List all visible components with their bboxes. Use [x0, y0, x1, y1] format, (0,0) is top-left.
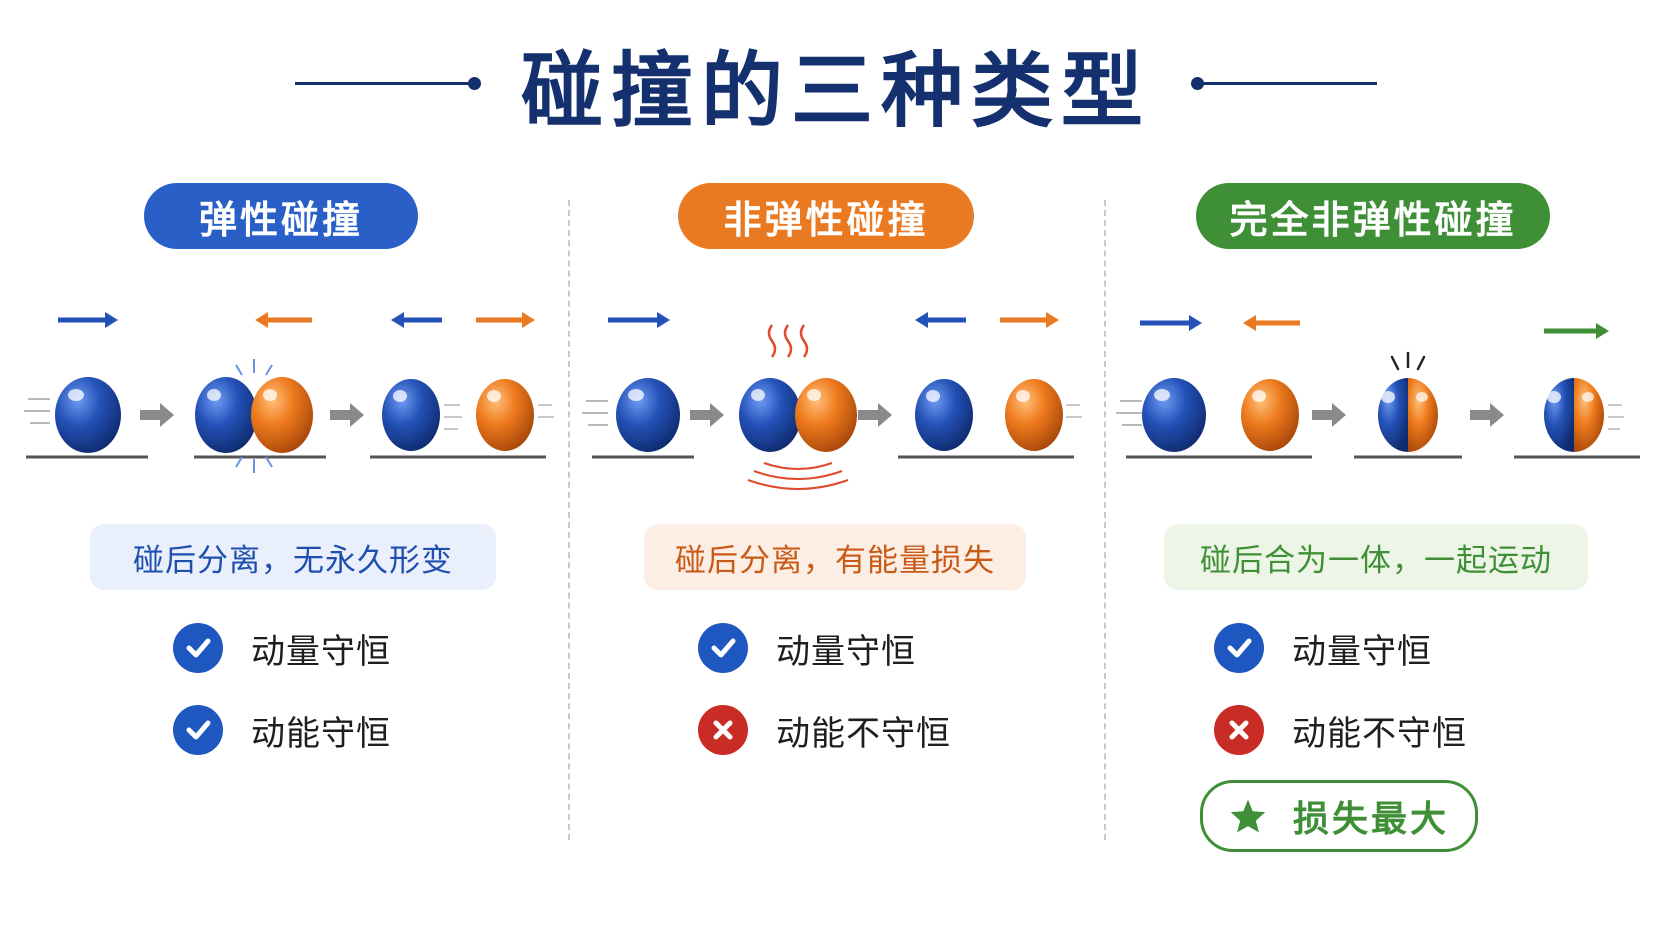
stage-after — [1514, 323, 1640, 459]
check-row-kinetic-energy: 动能不守恒 — [1214, 702, 1467, 758]
blue-ball — [1142, 378, 1206, 452]
arrow-left-blue-icon — [391, 312, 442, 328]
page-title: 碰撞的三种类型 — [520, 43, 1151, 139]
cross-icon — [698, 705, 748, 755]
arrow-right-blue-icon — [1140, 315, 1202, 331]
check-icon — [173, 623, 223, 673]
check-text: 动量守恒 — [776, 631, 916, 672]
perfectly-inelastic-collision-diagram — [1116, 315, 1640, 459]
star-icon — [1229, 798, 1267, 834]
inelastic-collision-diagram — [582, 312, 1082, 490]
check-row-kinetic-energy: 动能守恒 — [173, 702, 391, 758]
blue-ball — [55, 377, 121, 453]
max-loss-badge: 损失最大 — [1200, 780, 1478, 852]
orange-ball — [1005, 379, 1063, 451]
impact-spark-icon — [235, 359, 273, 473]
column-divider-2 — [1104, 200, 1106, 840]
max-loss-text: 损失最大 — [1292, 799, 1449, 840]
blue-ball — [1378, 378, 1408, 452]
check-row-momentum: 动量守恒 — [698, 620, 916, 676]
blue-ball — [616, 378, 680, 452]
cross-icon — [1214, 705, 1264, 755]
arrow-right-green-icon — [1544, 323, 1609, 339]
column-divider-1 — [568, 200, 570, 840]
process-arrow-icon — [858, 403, 892, 427]
arrow-right-orange-icon — [476, 312, 535, 328]
check-row-momentum: 动量守恒 — [173, 620, 391, 676]
arrow-right-blue-icon — [608, 312, 670, 328]
title-bar: 碰撞的三种类型 — [0, 28, 1672, 139]
stage-impact — [1354, 351, 1462, 459]
arrow-left-orange-icon — [1243, 315, 1300, 331]
orange-ball — [1408, 378, 1438, 452]
description-elastic: 碰后分离，无永久形变 — [90, 524, 496, 590]
orange-ball — [1574, 378, 1604, 452]
blue-ball — [739, 378, 801, 452]
arrow-right-blue-icon — [58, 312, 118, 328]
arrow-left-orange-icon — [255, 312, 312, 328]
check-text: 动量守恒 — [251, 631, 391, 672]
heat-waves-icon — [767, 324, 809, 358]
orange-ball — [251, 377, 313, 453]
title-decoration-left — [294, 76, 481, 90]
blue-ball — [195, 377, 257, 453]
process-arrow-icon — [690, 403, 724, 427]
process-arrow-icon — [330, 403, 364, 427]
stage-impact — [194, 312, 326, 473]
type-label-elastic: 弹性碰撞 — [144, 183, 418, 249]
check-text: 动能不守恒 — [776, 713, 951, 754]
check-icon — [1214, 623, 1264, 673]
blue-ball — [382, 379, 440, 451]
blue-ball — [1544, 378, 1574, 452]
stage-after — [898, 312, 1082, 459]
description-inelastic: 碰后分离，有能量损失 — [644, 524, 1026, 590]
blue-ball — [915, 379, 973, 451]
check-text: 动量守恒 — [1292, 631, 1432, 672]
description-perfectly-inelastic: 碰后合为一体，一起运动 — [1164, 524, 1588, 590]
column-perfectly-inelastic: 完全非弹性碰撞 — [1104, 0, 1672, 941]
orange-ball — [795, 378, 857, 452]
check-row-kinetic-energy: 动能不守恒 — [698, 702, 951, 758]
orange-ball — [1241, 379, 1299, 451]
orange-ball — [476, 379, 534, 451]
column-elastic: 弹性碰撞 — [0, 0, 568, 941]
check-text: 动能不守恒 — [1292, 713, 1467, 754]
stage-before — [24, 312, 148, 459]
stage-before — [582, 312, 694, 459]
sound-waves-icon — [747, 462, 849, 490]
type-label-perfectly-inelastic: 完全非弹性碰撞 — [1196, 183, 1550, 249]
impact-spark-icon — [1390, 351, 1426, 371]
type-label-inelastic: 非弹性碰撞 — [678, 183, 974, 249]
check-text: 动能守恒 — [251, 713, 391, 754]
check-row-momentum: 动量守恒 — [1214, 620, 1432, 676]
check-icon — [173, 705, 223, 755]
stage-before — [1116, 315, 1312, 459]
stage-after — [370, 312, 554, 459]
check-icon — [698, 623, 748, 673]
elastic-collision-diagram — [24, 312, 554, 473]
column-inelastic: 非弹性碰撞 — [568, 0, 1104, 941]
stage-impact — [739, 324, 857, 490]
process-arrow-icon — [1470, 403, 1504, 427]
title-decoration-right — [1191, 76, 1377, 90]
arrow-left-blue-icon — [915, 312, 966, 328]
process-arrow-icon — [140, 403, 174, 427]
arrow-right-orange-icon — [1000, 312, 1059, 328]
process-arrow-icon — [1312, 403, 1346, 427]
